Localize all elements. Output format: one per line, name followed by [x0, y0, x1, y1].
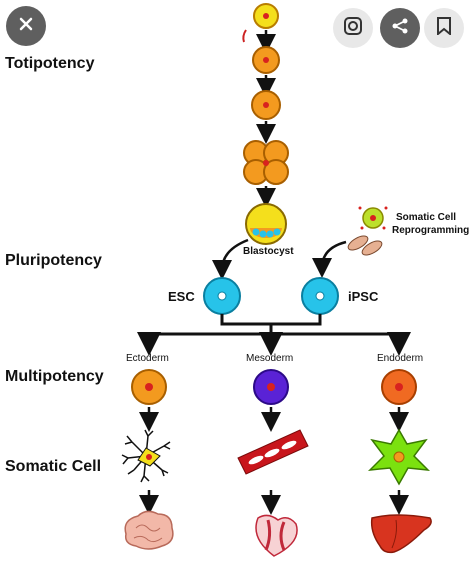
endoderm-star-cell [367, 428, 431, 486]
close-button[interactable] [6, 6, 46, 46]
bookmark-button[interactable] [424, 8, 464, 48]
neuron-cell [121, 429, 171, 483]
four-cell-embryo [243, 140, 289, 185]
blastocyst [245, 203, 287, 245]
bookmark-icon [437, 16, 451, 40]
esc-cell [203, 277, 241, 315]
share-icon [391, 17, 409, 40]
arrow [212, 238, 249, 280]
muscle-cell [237, 429, 309, 475]
ipsc-label: iPSC [348, 289, 379, 304]
mesoderm-cell [253, 369, 289, 405]
two-cell-embryo [251, 90, 281, 120]
endoderm-label: Endoderm [377, 353, 424, 364]
share-button[interactable] [380, 8, 420, 48]
arrow [312, 240, 347, 278]
blastocyst-label: Blastocyst [243, 246, 294, 257]
esc-label: ESC [168, 289, 195, 304]
lens-icon [343, 16, 363, 41]
zygote-cell [242, 3, 279, 43]
somatic-cell-reprogramming-icon [347, 206, 388, 256]
somatic-reprogramming-label-line2: Reprogramming [392, 225, 470, 236]
stage-label-totipotency: Totipotency [5, 55, 95, 72]
endoderm-cell [381, 369, 417, 405]
stage-label-pluripotency: Pluripotency [5, 252, 102, 269]
mesoderm-label: Mesoderm [246, 353, 294, 364]
stage-label-somatic-cell: Somatic Cell [5, 458, 102, 475]
close-icon [18, 16, 34, 37]
lens-button[interactable] [333, 8, 373, 48]
stage-label-multipotency: Multipotency [5, 368, 104, 385]
heart-organ [255, 514, 298, 557]
ectoderm-label: Ectoderm [126, 353, 169, 364]
somatic-reprogramming-label-line1: Somatic Cell [396, 212, 457, 223]
ipsc-cell [301, 277, 339, 315]
brain-organ [124, 510, 174, 550]
ectoderm-cell [131, 369, 167, 405]
one-cell-embryo [252, 46, 280, 74]
liver-organ [370, 514, 432, 554]
differentiation-connector [137, 314, 411, 356]
